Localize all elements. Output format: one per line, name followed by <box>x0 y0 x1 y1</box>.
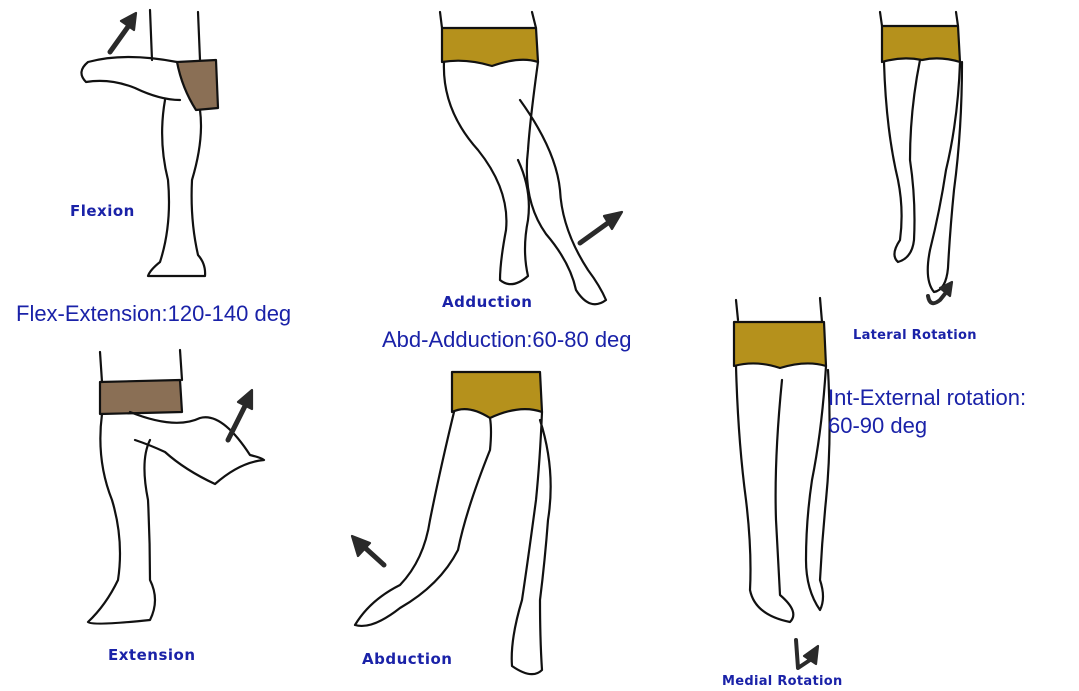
int-external-caption-line2: 60-90 deg <box>828 412 927 440</box>
adduction-label: Adduction <box>442 293 532 311</box>
abduction-right-leg <box>512 412 551 674</box>
flexion-leg-drawing <box>81 10 218 276</box>
adduction-right-leg <box>520 62 606 304</box>
medial-left-leg <box>736 366 793 622</box>
lateral-rotation-leg-drawing <box>880 12 962 303</box>
adduction-arrow <box>580 220 612 243</box>
flexion-label: Flexion <box>70 202 135 220</box>
flexion-thigh <box>81 57 180 100</box>
extension-shorts <box>100 380 182 414</box>
medial-rotation-label: Medial Rotation <box>722 674 843 689</box>
flexion-arrow <box>110 24 130 52</box>
abduction-leg-drawing <box>352 372 551 674</box>
extension-support-leg <box>88 414 155 624</box>
medial-shorts <box>734 322 826 368</box>
abduction-left-leg <box>355 412 491 626</box>
abduction-shorts <box>452 372 542 418</box>
extension-leg-drawing <box>88 350 264 624</box>
lateral-right-leg <box>928 62 962 292</box>
adduction-shorts <box>442 28 538 66</box>
extension-raised-leg <box>130 412 264 484</box>
lateral-rotation-label: Lateral Rotation <box>853 328 977 343</box>
flexion-support-leg <box>148 100 205 276</box>
lateral-left-leg <box>884 60 920 262</box>
extension-arrow <box>228 404 246 440</box>
adduction-left-leg <box>444 62 529 284</box>
medial-rotation-leg-drawing <box>734 298 830 668</box>
flexion-shorts <box>177 60 218 110</box>
abduction-label: Abduction <box>362 650 452 668</box>
adduction-leg-drawing <box>440 12 622 304</box>
flex-extension-caption: Flex-Extension:120-140 deg <box>16 300 291 328</box>
extension-label: Extension <box>108 646 196 664</box>
abd-adduction-caption: Abd-Adduction:60-80 deg <box>382 326 632 354</box>
lateral-shorts <box>882 26 960 62</box>
int-external-caption-line1: Int-External rotation: <box>828 384 1026 412</box>
medial-right-leg <box>806 366 830 610</box>
